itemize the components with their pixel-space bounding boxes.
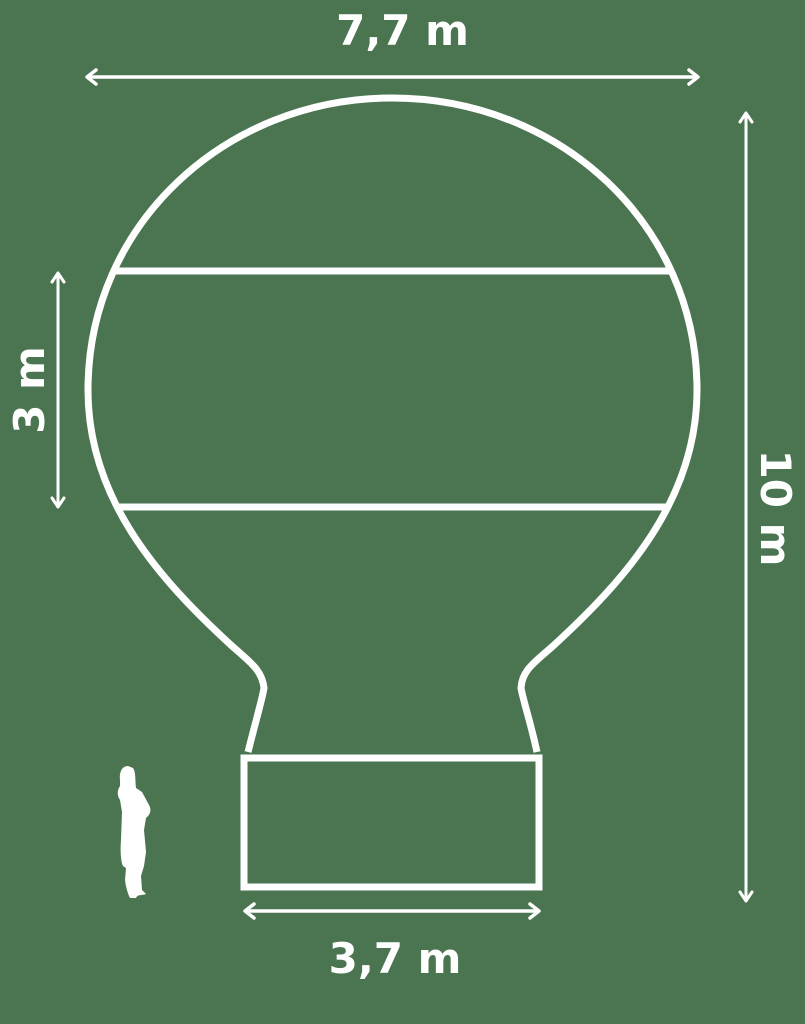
total-height-label: 10 m xyxy=(751,449,800,567)
total-width-label: 7,7 m xyxy=(336,6,469,55)
height-dimension-arrow xyxy=(738,111,754,903)
band-height-label: 3 m xyxy=(5,346,54,434)
width-dimension-arrow xyxy=(85,68,700,86)
basket xyxy=(240,754,543,891)
balloon-envelope xyxy=(84,94,701,753)
basket-width-dimension-arrow xyxy=(243,902,541,920)
person-silhouette-icon xyxy=(117,766,151,898)
basket-width-label: 3,7 m xyxy=(328,934,462,983)
band-height-dimension-arrow xyxy=(50,271,66,509)
